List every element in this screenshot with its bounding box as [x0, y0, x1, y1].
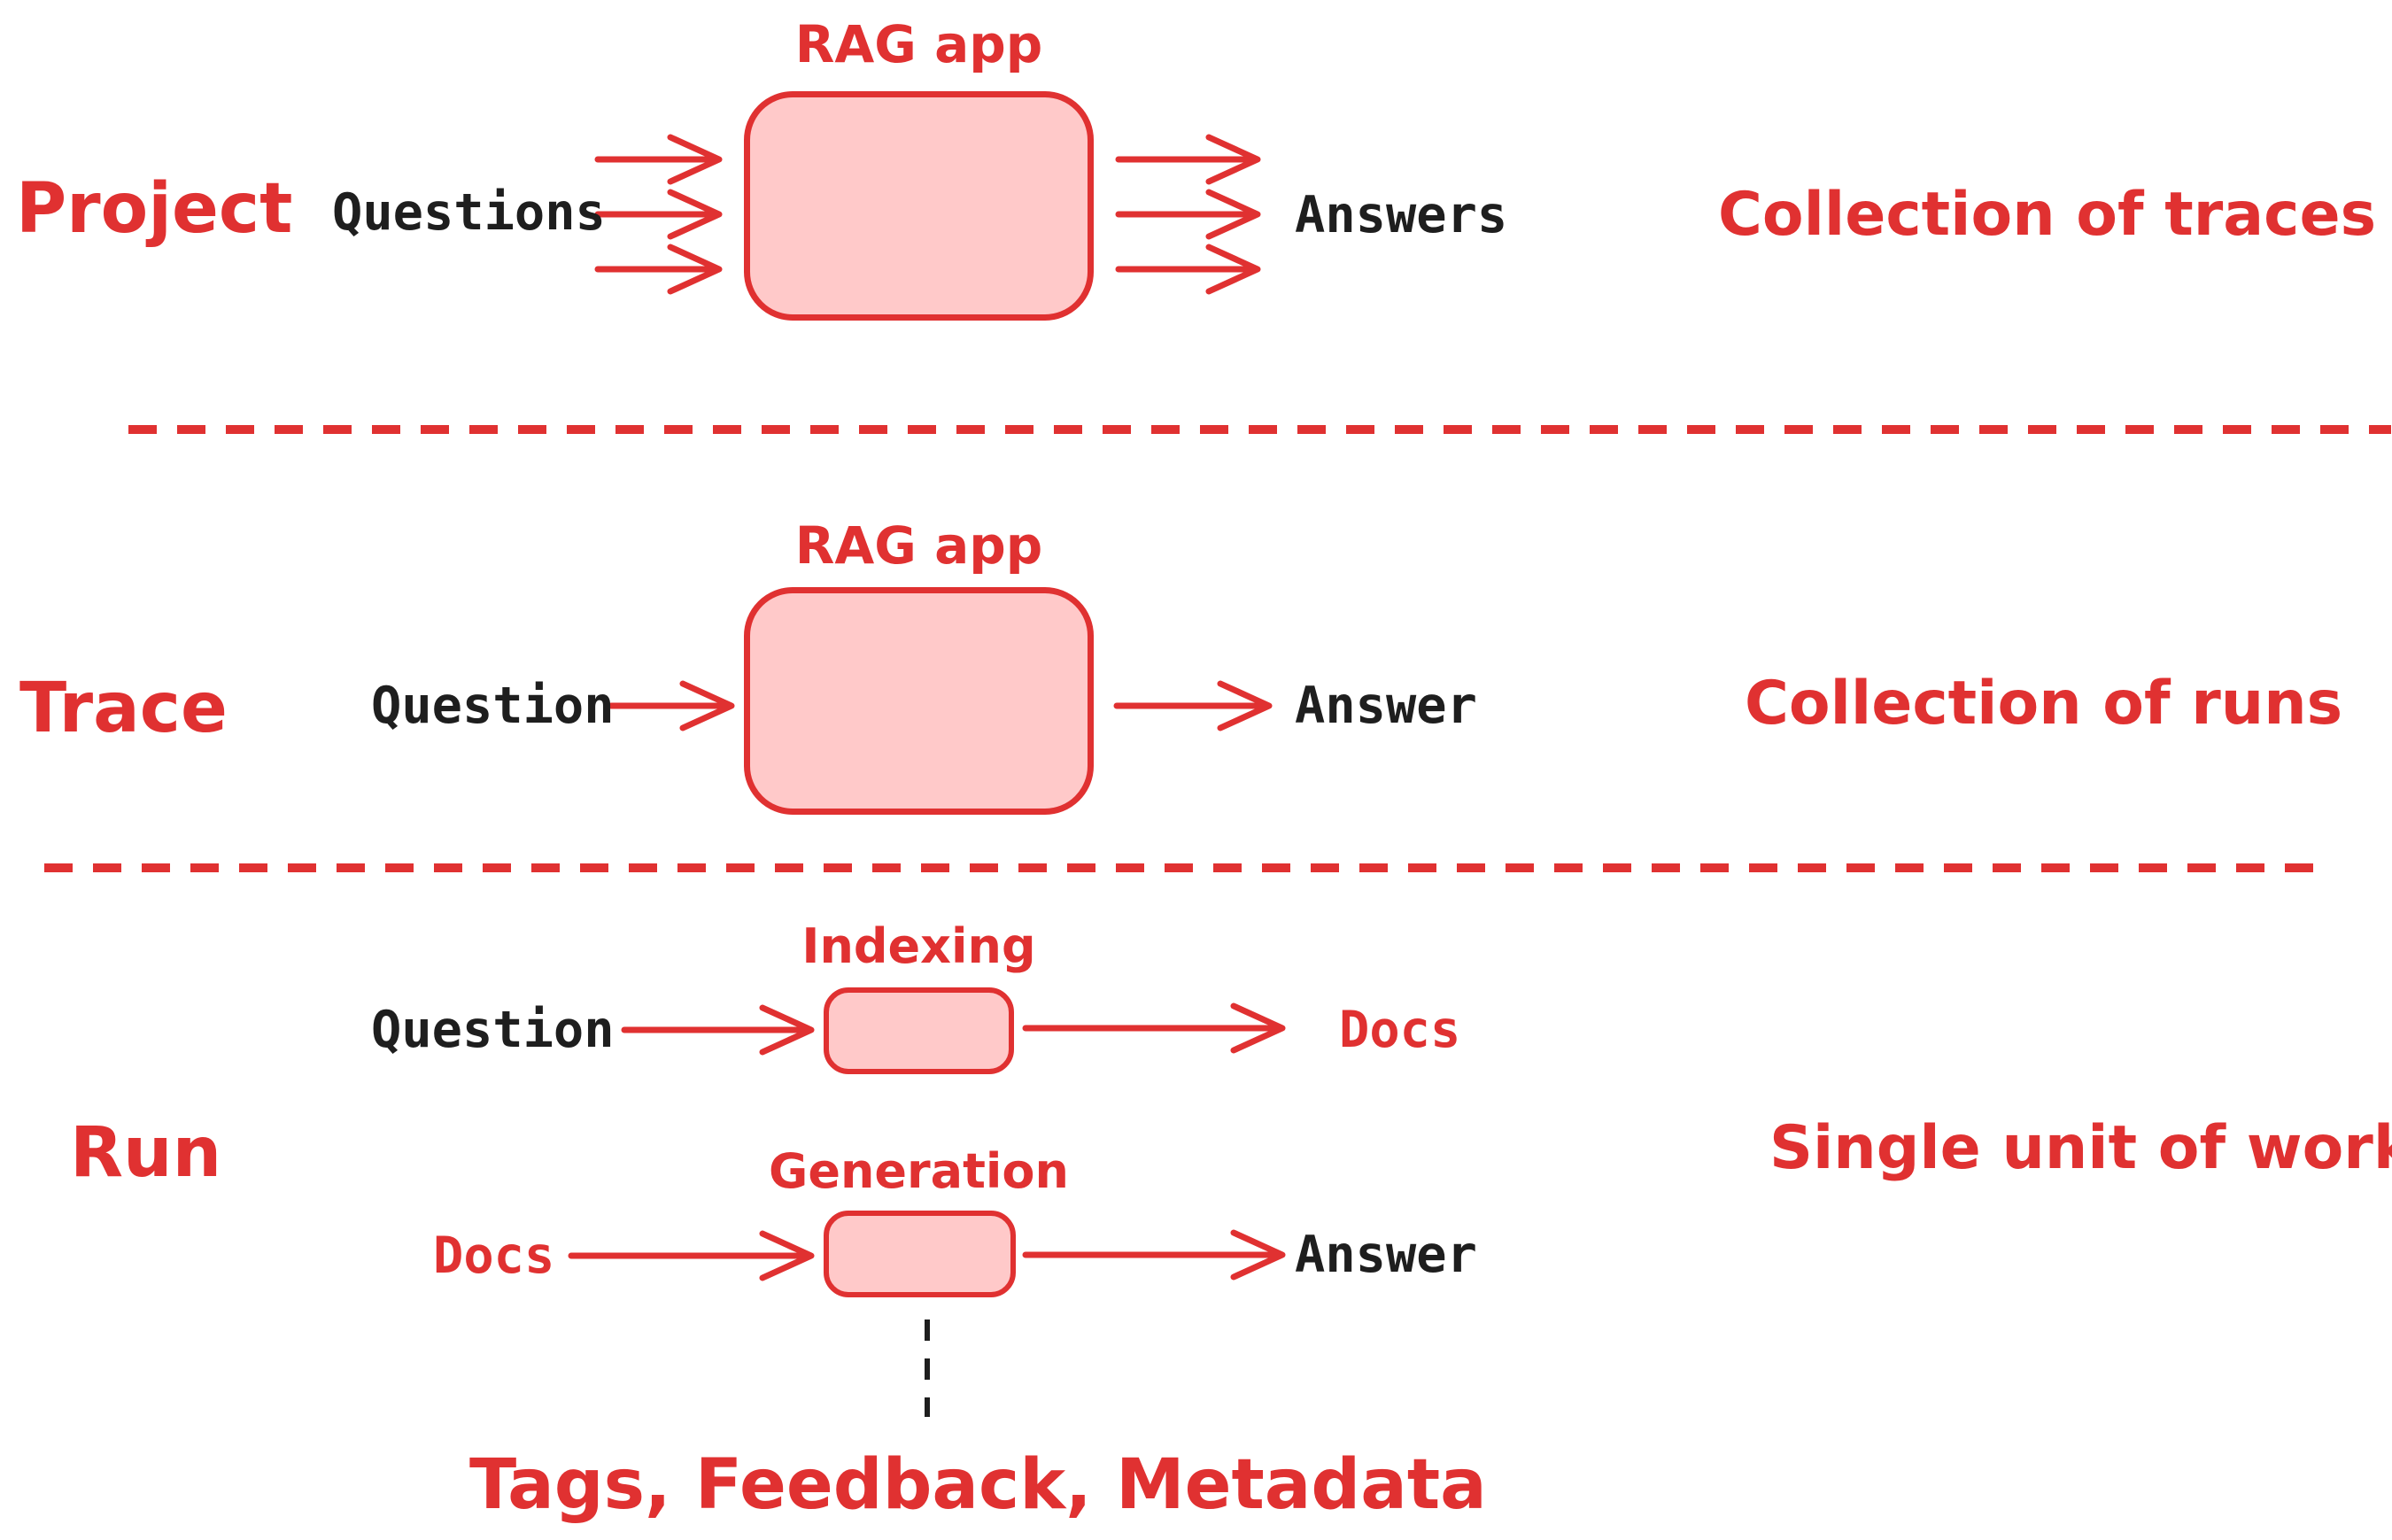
trace-output-arrow-icon: [1113, 680, 1273, 731]
trace-input-arrow-icon: [608, 680, 735, 731]
generation-input-label: Docs: [433, 1227, 555, 1285]
project-input-arrow-icon: [594, 134, 723, 185]
project-annotation: Collection of traces: [1718, 180, 2377, 250]
run-annotation: Single unit of work: [1769, 1113, 2392, 1183]
section-label-project: Project: [16, 169, 293, 249]
project-input-arrow-icon: [594, 244, 723, 295]
trace-input-label: Question: [371, 677, 615, 735]
indexing-input-label: Question: [371, 1001, 615, 1059]
indexing-output-arrow-icon: [1022, 1002, 1286, 1054]
trace-annotation: Collection of runs: [1745, 669, 2343, 739]
generation-output-arrow-icon: [1022, 1229, 1286, 1281]
project-output-arrow-icon: [1115, 189, 1261, 240]
indexing-box: [824, 987, 1014, 1074]
project-input-arrow-icon: [594, 189, 723, 240]
rag-app-box-title: RAG app: [794, 14, 1043, 74]
run-footnote: Tags, Feedback, Metadata: [469, 1445, 1487, 1525]
generation-box: [824, 1211, 1016, 1297]
indexing-box-title: Indexing: [801, 918, 1036, 974]
section-label-run: Run: [70, 1113, 222, 1193]
rag-app-box-title: RAG app: [794, 515, 1043, 576]
rag-app-box: [744, 91, 1094, 321]
project-output-arrow-icon: [1115, 244, 1261, 295]
project-output-label: Answers: [1295, 186, 1508, 244]
generation-output-label: Answer: [1295, 1226, 1477, 1284]
rag-app-box: [744, 587, 1094, 815]
project-input-label: Questions: [332, 183, 606, 242]
indexing-input-arrow-icon: [621, 1004, 815, 1056]
generation-input-arrow-icon: [568, 1230, 815, 1281]
generation-box-title: Generation: [769, 1143, 1069, 1199]
trace-output-label: Answer: [1295, 677, 1477, 735]
indexing-output-label: Docs: [1339, 1001, 1461, 1059]
section-label-trace: Trace: [19, 669, 228, 748]
project-output-arrow-icon: [1115, 134, 1261, 185]
